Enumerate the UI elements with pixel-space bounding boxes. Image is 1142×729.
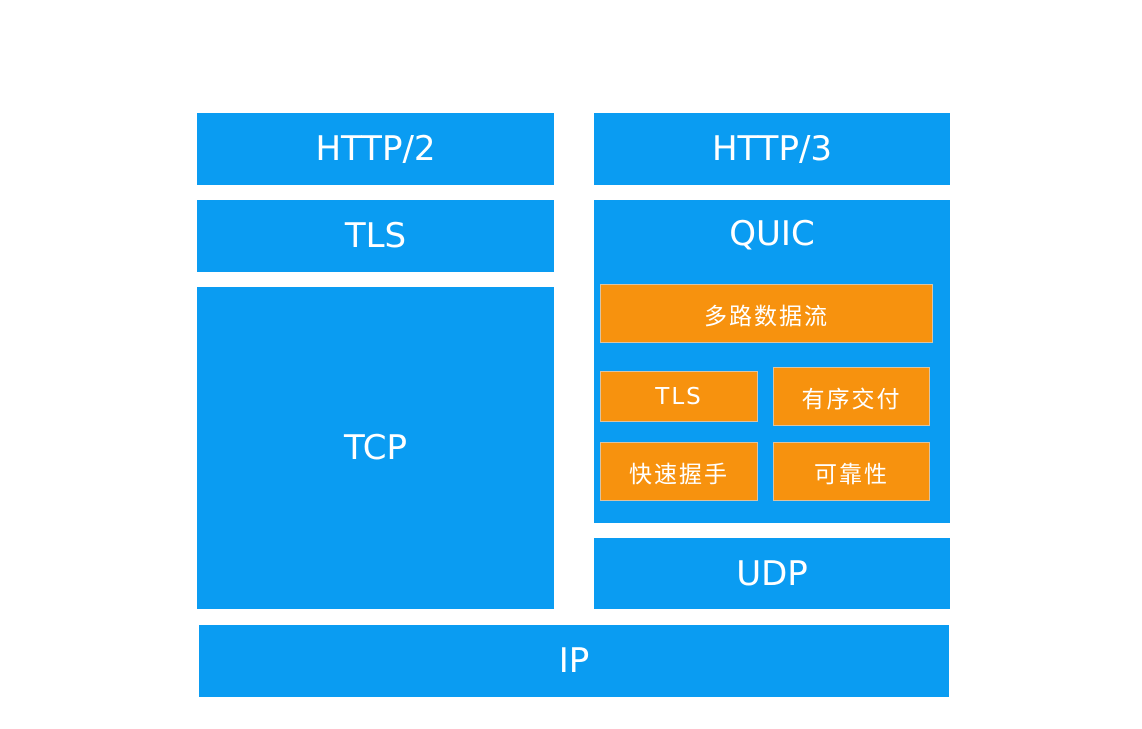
quic-feature-multiplexed-streams: 多路数据流	[600, 284, 933, 343]
tls-layer-left: TLS	[197, 200, 554, 272]
quic-feature-fast-handshake: 快速握手	[600, 442, 758, 501]
quic-feature-ordered-delivery: 有序交付	[773, 367, 930, 426]
tcp-layer: TCP	[197, 287, 554, 609]
ip-layer: IP	[199, 625, 949, 697]
quic-feature-tls: TLS	[600, 371, 758, 422]
http3-layer: HTTP/3	[594, 113, 950, 185]
udp-layer: UDP	[594, 538, 950, 609]
quic-feature-reliability: 可靠性	[773, 442, 930, 501]
http2-layer: HTTP/2	[197, 113, 554, 185]
